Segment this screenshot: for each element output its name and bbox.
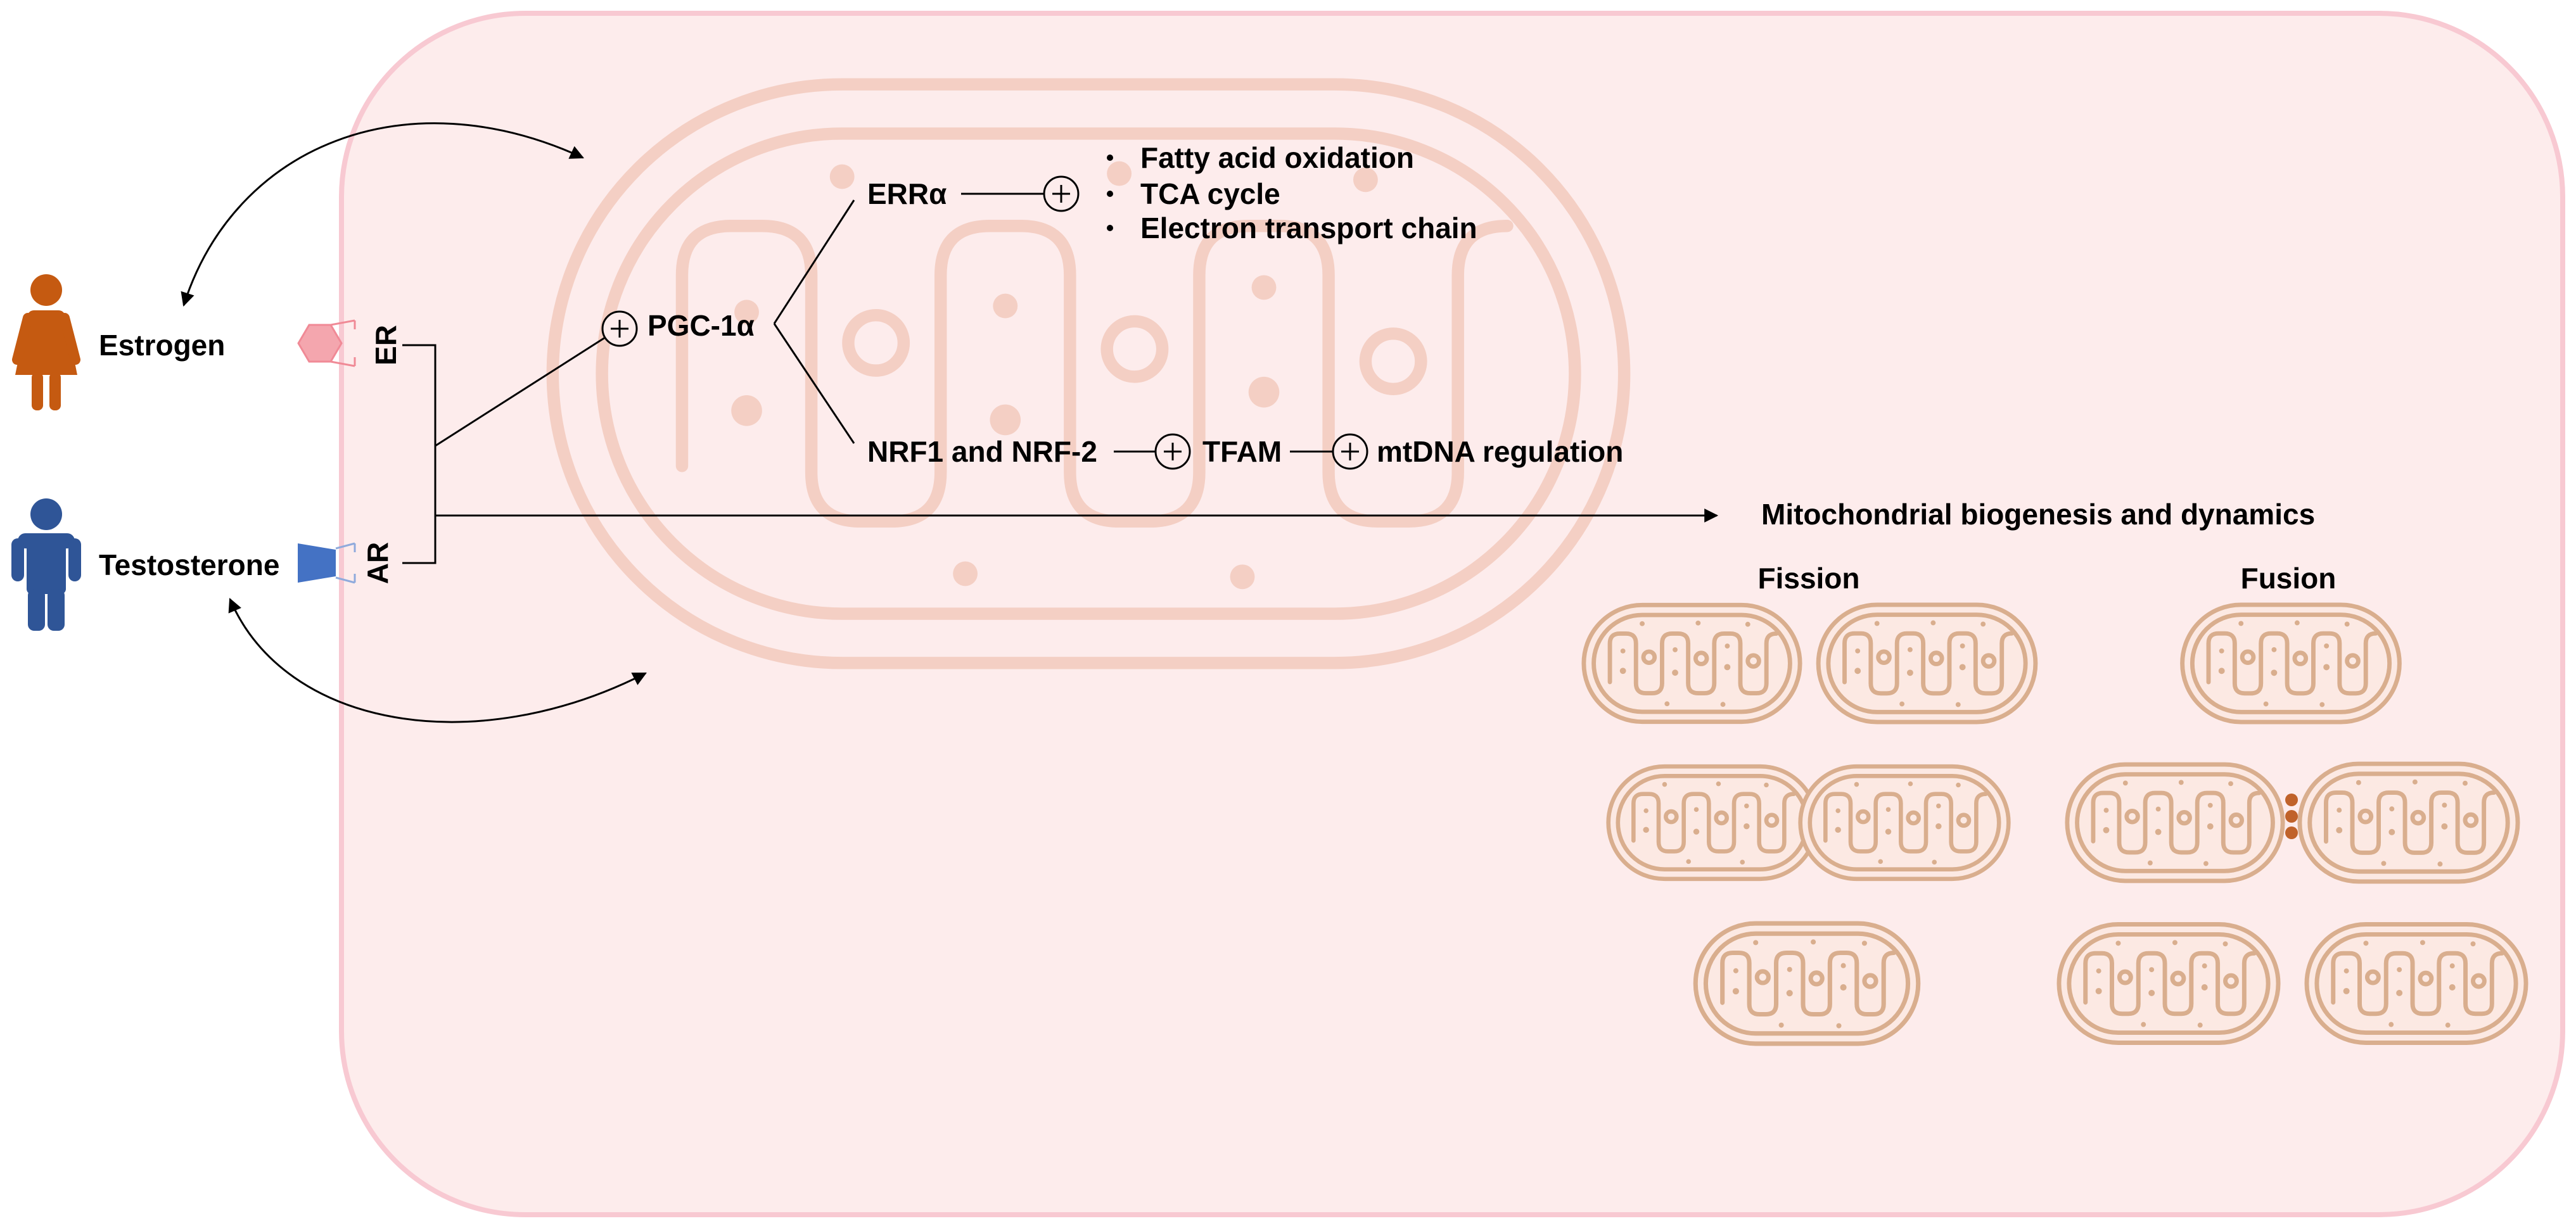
mtdna-regulation-label: mtDNA regulation: [1377, 435, 1623, 468]
fusion-label: Fusion: [2241, 562, 2337, 595]
plus-circle-icon: [1043, 175, 1080, 212]
erra-label: ERRα: [867, 177, 947, 210]
fission-label: Fission: [1757, 562, 1859, 595]
testosterone-feedback-arrow: [228, 597, 647, 723]
mitochondrion-icon: [1695, 923, 1919, 1044]
mitochondrion-icon: [1800, 766, 2009, 880]
plus-circle-icon: [1154, 433, 1191, 470]
list-item: TCA cycle: [1140, 177, 1280, 210]
female-person-icon: [12, 274, 80, 410]
tfam-label: TFAM: [1202, 435, 1282, 468]
mitochondrion-icon: [2181, 604, 2401, 723]
list-item: Fatty acid oxidation: [1140, 141, 1414, 174]
bullet-icon: [1107, 191, 1113, 197]
plus-circle-icon: [601, 310, 638, 347]
bullet-icon: [1107, 225, 1113, 231]
estrogen-label: Estrogen: [99, 329, 225, 362]
mitochondrion-icon: [1818, 604, 2036, 723]
mitochondrion-icon: [2058, 924, 2279, 1043]
er-label: ER: [369, 325, 402, 365]
fusion-contact-dots: [2285, 794, 2298, 839]
pgc1a-label: PGC-1α: [647, 309, 755, 342]
mitochondrion-icon: [2306, 924, 2527, 1043]
ar-label: AR: [361, 542, 394, 584]
receptor-bracket: [402, 344, 437, 564]
mitochondrion-icon: [2067, 764, 2283, 882]
erra-effects-list: Fatty acid oxidation TCA cycle Electron …: [1107, 141, 1477, 244]
branch-to-nrf: [773, 323, 855, 444]
mitochondrion-icon: [2299, 763, 2518, 882]
bullet-icon: [1107, 155, 1113, 161]
hexagon-receptor-icon: [297, 319, 356, 367]
connector-to-pgc1a: [435, 336, 606, 447]
outcome-title: Mitochondrial biogenesis and dynamics: [1761, 498, 2315, 531]
plus-circle-icon: [1332, 433, 1368, 470]
mitochondrion-icon: [1608, 766, 1817, 880]
male-person-icon: [11, 498, 81, 631]
testosterone-label: Testosterone: [99, 548, 279, 581]
mitochondrion-icon: [1583, 604, 1801, 723]
trapezoid-receptor-icon: [298, 542, 356, 584]
list-item: Electron transport chain: [1140, 212, 1477, 244]
estrogen-feedback-arrow: [181, 122, 584, 307]
nrf-label: NRF1 and NRF-2: [867, 435, 1097, 468]
branch-to-erra: [773, 199, 855, 324]
